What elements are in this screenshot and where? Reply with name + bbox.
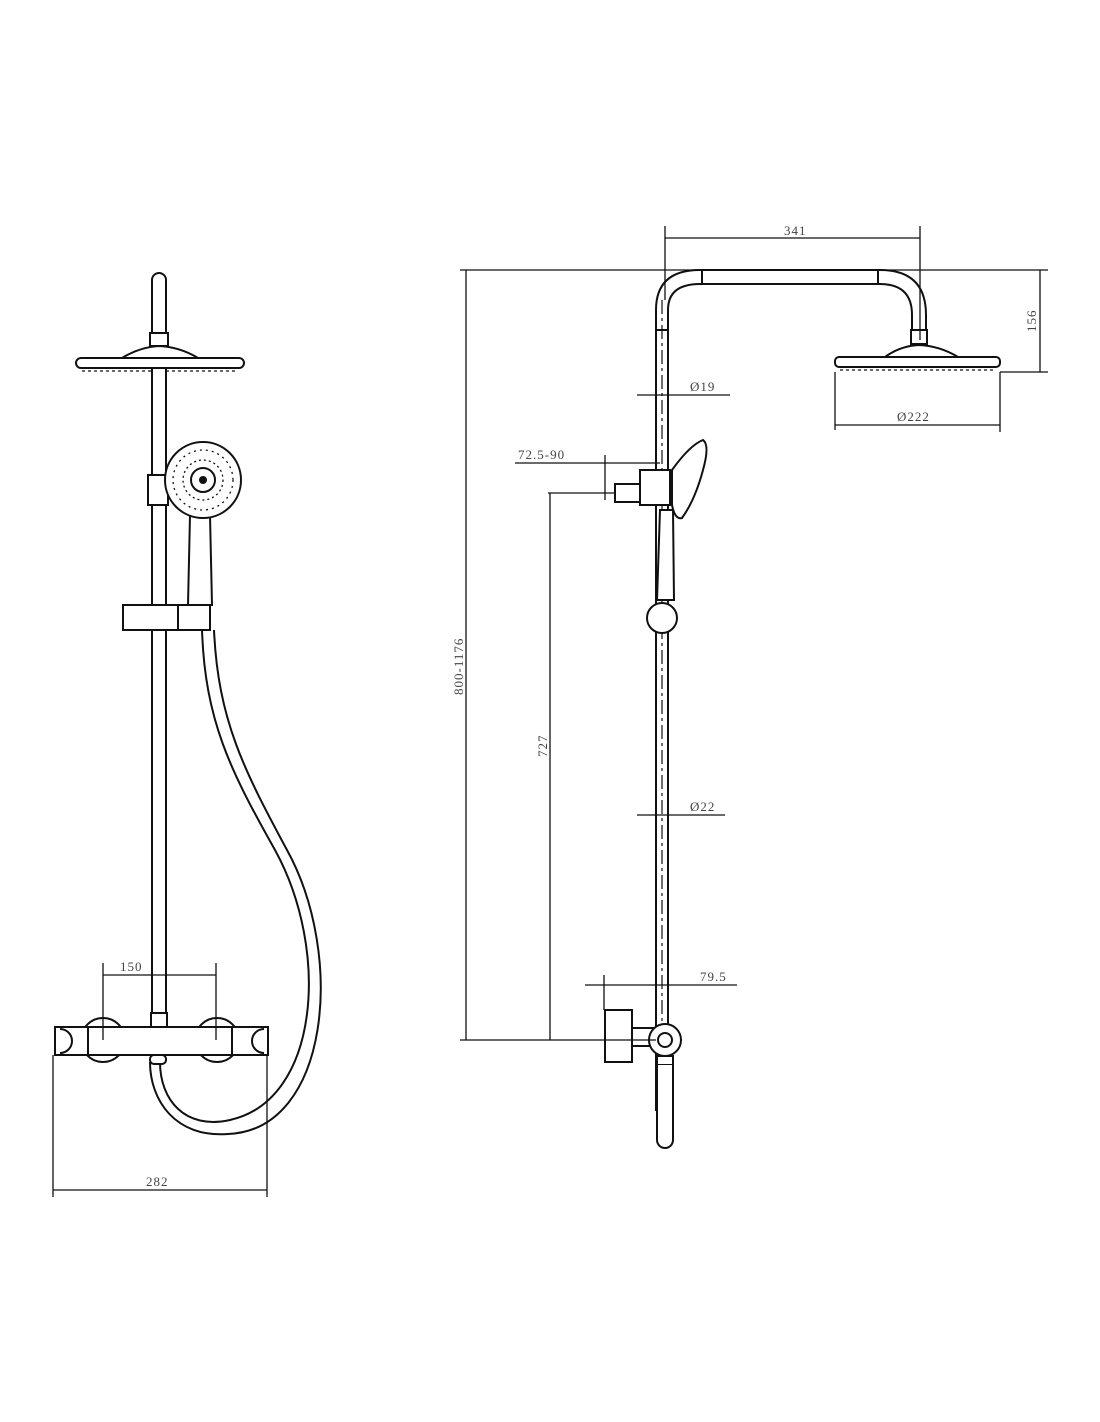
overhead-shower-head [881,343,962,358]
dimension-total-height: 800-1176 [451,270,656,1041]
top-arm-pipe [151,272,167,340]
wall-flange [604,1009,633,1063]
hand-shower-holder-arm [614,483,641,503]
dimension-label: 72.5-90 [518,447,565,462]
riser-rail [151,367,167,1021]
head-connector [149,332,169,347]
dimension-arm-pipe-diameter: Ø19 [637,379,730,396]
dimension-label: 800-1176 [451,638,466,695]
dimension-holder-offset: 72.5-90 [515,447,660,500]
hand-shower-handle-side [655,509,676,601]
overhead-shower-head [118,344,202,359]
overhead-shower-plate [75,357,245,369]
hand-shower-holder [122,604,211,631]
dimension-label: 282 [146,1174,169,1189]
hand-shower-holder [646,602,678,634]
dimension-label: 156 [1024,310,1039,333]
hand-shower-handle [186,514,214,606]
dimension-label: 150 [120,959,143,974]
dimension-label: Ø22 [690,799,715,814]
dimension-arm-reach: 341 [664,223,921,340]
dimension-head-diameter: Ø222 [834,372,1001,432]
dimension-label: 79.5 [700,969,727,984]
head-connector [910,329,928,345]
dimension-mixer-width: 282 [52,1055,268,1197]
hand-shower-nozzles [172,449,234,511]
dimension-label: 727 [535,735,550,758]
shower-hose [159,629,310,1123]
dimension-label: 341 [784,223,807,238]
dimension-label: Ø19 [690,379,715,394]
dimension-rail-diameter: Ø22 [637,799,725,816]
dimension-label: Ø222 [897,409,930,424]
side-view: 341 156 Ø222 Ø19 72.5-90 800-1176 [451,223,1048,1149]
lower-pipe [656,1065,674,1149]
hand-shower-face-side [671,438,708,520]
overhead-shower-plate [834,356,1001,368]
shower-arm [655,269,927,330]
front-view: 150 282 [52,272,322,1197]
rail-slider [639,469,671,506]
thermostatic-mixer-body [54,1026,269,1056]
dimension-mixer-offset: 79.5 [585,969,737,1010]
dimension-knob-spacing: 150 [102,959,217,1040]
dimension-rail-height: 727 [535,493,551,1040]
dimension-head-drop: 156 [460,269,1048,373]
